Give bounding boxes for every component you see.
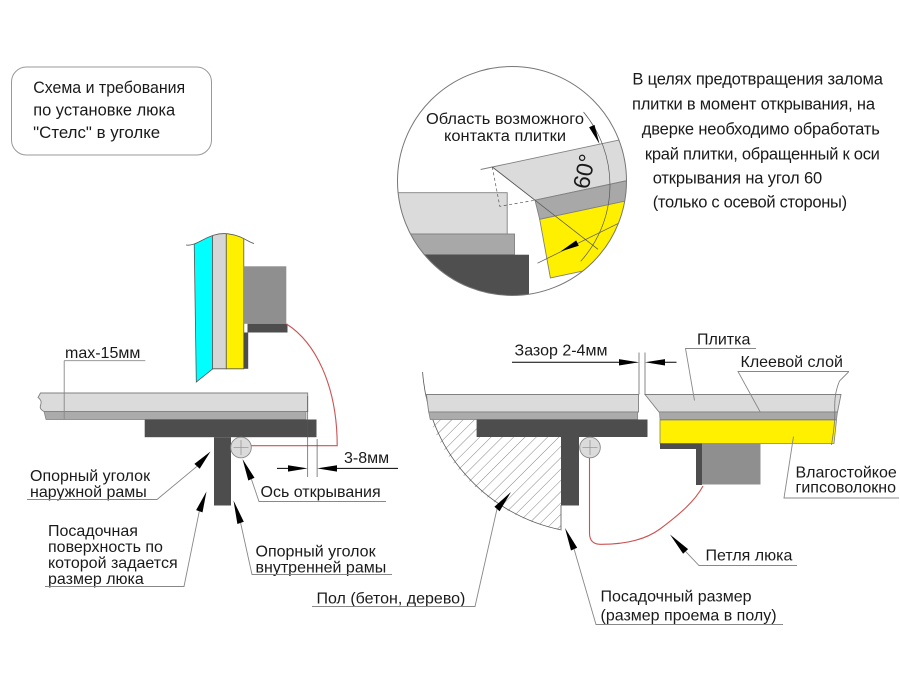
svg-text:край плитки, обращенный к оси: край плитки, обращенный к оси xyxy=(645,146,880,164)
svg-text:поверхность по: поверхность по xyxy=(48,539,163,556)
svg-text:(размер проема в полу): (размер проема в полу) xyxy=(601,608,777,625)
svg-text:Пол (бетон, дерево): Пол (бетон, дерево) xyxy=(317,591,466,608)
svg-text:Область возможного: Область возможного xyxy=(426,111,584,128)
svg-text:по установке люка: по установке люка xyxy=(33,102,176,120)
svg-text:max-15мм: max-15мм xyxy=(65,345,140,362)
svg-text:Опорный уголок: Опорный уголок xyxy=(256,544,377,561)
svg-text:Посадочная: Посадочная xyxy=(48,523,138,540)
svg-text:Плитка: Плитка xyxy=(697,332,750,349)
svg-text:"Стелс" в уголке: "Стелс" в уголке xyxy=(33,124,160,142)
svg-text:внутренней рамы: внутренней рамы xyxy=(256,560,387,577)
svg-text:гипсоволокно: гипсоволокно xyxy=(796,480,897,497)
svg-text:Зазор 2-4мм: Зазор 2-4мм xyxy=(515,343,608,360)
svg-text:3-8мм: 3-8мм xyxy=(344,450,389,467)
svg-text:В целях предотвращения залома: В целях предотвращения залома xyxy=(632,71,883,89)
svg-text:Петля люка: Петля люка xyxy=(706,548,793,565)
svg-text:открывания на угол 60: открывания на угол 60 xyxy=(653,170,823,188)
svg-text:наружной рамы: наружной рамы xyxy=(30,484,147,501)
svg-text:плитки в момент открывания, на: плитки в момент открывания, на xyxy=(632,96,876,114)
svg-text:Посадочный размер: Посадочный размер xyxy=(601,589,752,606)
svg-text:которой задается: которой задается xyxy=(48,555,178,572)
svg-text:Опорный уголок: Опорный уголок xyxy=(30,468,151,485)
svg-text:Схема и требования: Схема и требования xyxy=(33,79,185,97)
svg-text:дверке необходимо обработать: дверке необходимо обработать xyxy=(642,121,880,139)
svg-text:Клеевой слой: Клеевой слой xyxy=(741,354,843,371)
svg-text:размер люка: размер люка xyxy=(48,571,144,588)
svg-text:Ось открывания: Ось открывания xyxy=(261,484,381,501)
svg-text:(только с осевой стороны): (только с осевой стороны) xyxy=(653,194,847,212)
svg-text:контакта плитки: контакта плитки xyxy=(444,128,566,145)
svg-text:Влагостойкое: Влагостойкое xyxy=(796,465,897,482)
